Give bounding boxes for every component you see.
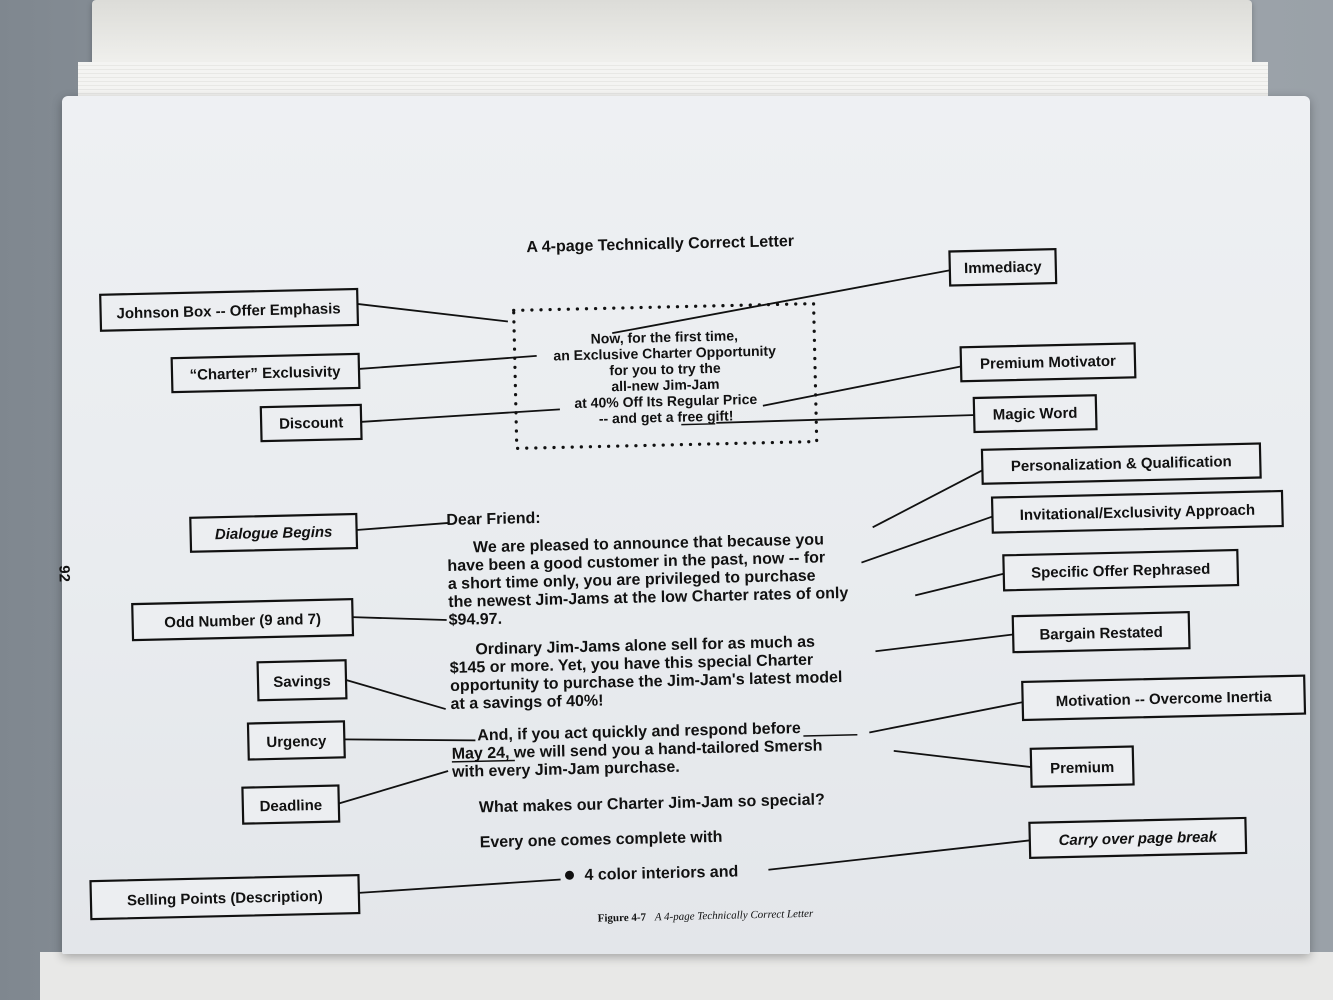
label-specific-offer: Specific Offer Rephrased: [1002, 548, 1240, 592]
svg-text:Motivation -- Overcome Inertia: Motivation -- Overcome Inertia: [1056, 688, 1273, 710]
svg-text:Premium Motivator: Premium Motivator: [980, 353, 1116, 373]
label-magic-word: Magic Word: [972, 394, 1098, 434]
caption-label: Figure 4-7: [598, 912, 647, 925]
label-urgency: Urgency: [246, 720, 346, 761]
johnson-line: an Exclusive Charter Opportunity: [553, 342, 776, 363]
svg-text:Personalization & Qualificatio: Personalization & Qualification: [1011, 453, 1232, 475]
johnson-box-text: Now, for the first time, an Exclusive Ch…: [553, 327, 776, 426]
letter-salutation: Dear Friend:: [446, 510, 541, 529]
label-odd-number: Odd Number (9 and 7): [131, 598, 355, 642]
letter-body: Dear Friend: We are pleased to announce …: [446, 510, 858, 884]
before-underline: [803, 733, 858, 737]
svg-text:Discount: Discount: [279, 414, 344, 432]
letter-bullet: 4 color interiors and: [584, 863, 738, 883]
label-charter-exclusivity: “Charter” Exclusivity: [170, 352, 361, 394]
letter-question: What makes our Charter Jim-Jam so specia…: [479, 791, 825, 816]
label-dialogue-begins: Dialogue Begins: [189, 512, 359, 553]
svg-text:Deadline: Deadline: [259, 797, 322, 815]
letter-line: with every Jim-Jam purchase.: [451, 759, 680, 781]
page-bottom-edge: [40, 952, 1333, 1000]
label-premium-motivator: Premium Motivator: [959, 342, 1137, 383]
svg-text:Specific Offer Rephrased: Specific Offer Rephrased: [1031, 561, 1211, 582]
svg-text:Urgency: Urgency: [266, 733, 327, 751]
label-bargain: Bargain Restated: [1011, 611, 1191, 654]
label-discount: Discount: [259, 403, 363, 443]
label-personalization: Personalization & Qualification: [980, 442, 1262, 485]
svg-text:Odd Number (9 and 7): Odd Number (9 and 7): [164, 611, 321, 632]
svg-text:“Charter” Exclusivity: “Charter” Exclusivity: [189, 363, 341, 383]
label-premium: Premium: [1029, 745, 1135, 788]
johnson-line: for you to try the: [609, 360, 721, 379]
svg-text:Bargain Restated: Bargain Restated: [1039, 624, 1163, 644]
letter-intro: Every one comes complete with: [480, 829, 723, 852]
svg-text:Selling Points (Description): Selling Points (Description): [127, 888, 323, 909]
letter-line: at a savings of 40%!: [450, 692, 603, 712]
svg-text:Invitational/Exclusivity Appro: Invitational/Exclusivity Approach: [1020, 502, 1256, 524]
svg-text:Savings: Savings: [273, 673, 331, 691]
label-immediacy: Immediacy: [948, 247, 1058, 287]
svg-text:Johnson Box -- Offer Emphasis: Johnson Box -- Offer Emphasis: [116, 300, 341, 322]
svg-text:Carry over page break: Carry over page break: [1058, 829, 1217, 850]
label-carry-over: Carry over page break: [1028, 816, 1248, 859]
caption-text: A 4-page Technically Correct Letter: [654, 908, 814, 924]
label-deadline: Deadline: [241, 784, 341, 825]
label-savings: Savings: [256, 659, 348, 702]
svg-text:Premium: Premium: [1050, 759, 1115, 777]
connector-lines: [338, 267, 1037, 895]
figure-caption: Figure 4-7 A 4-page Technically Correct …: [598, 908, 815, 925]
bullet-dot: [564, 870, 574, 880]
johnson-line: all-new Jim-Jam: [611, 376, 719, 394]
label-motivation: Motivation -- Overcome Inertia: [1021, 674, 1307, 722]
svg-text:Magic Word: Magic Word: [993, 405, 1078, 424]
page-number: 92: [55, 565, 72, 582]
label-johnson-box: Johnson Box -- Offer Emphasis: [99, 287, 360, 332]
page-title: A 4-page Technically Correct Letter: [526, 233, 794, 256]
svg-text:Dialogue Begins: Dialogue Begins: [215, 524, 333, 544]
johnson-line: Now, for the first time,: [590, 327, 738, 346]
label-invitational: Invitational/Exclusivity Approach: [990, 489, 1284, 534]
free-underline: [681, 423, 716, 426]
letter-line: $94.97.: [448, 611, 502, 629]
date-underline: [451, 759, 515, 763]
johnson-line: at 40% Off Its Regular Price: [574, 391, 757, 411]
johnson-line: -- and get a free gift!: [599, 407, 734, 426]
label-selling-points: Selling Points (Description): [89, 873, 361, 921]
svg-text:Immediacy: Immediacy: [964, 258, 1043, 277]
